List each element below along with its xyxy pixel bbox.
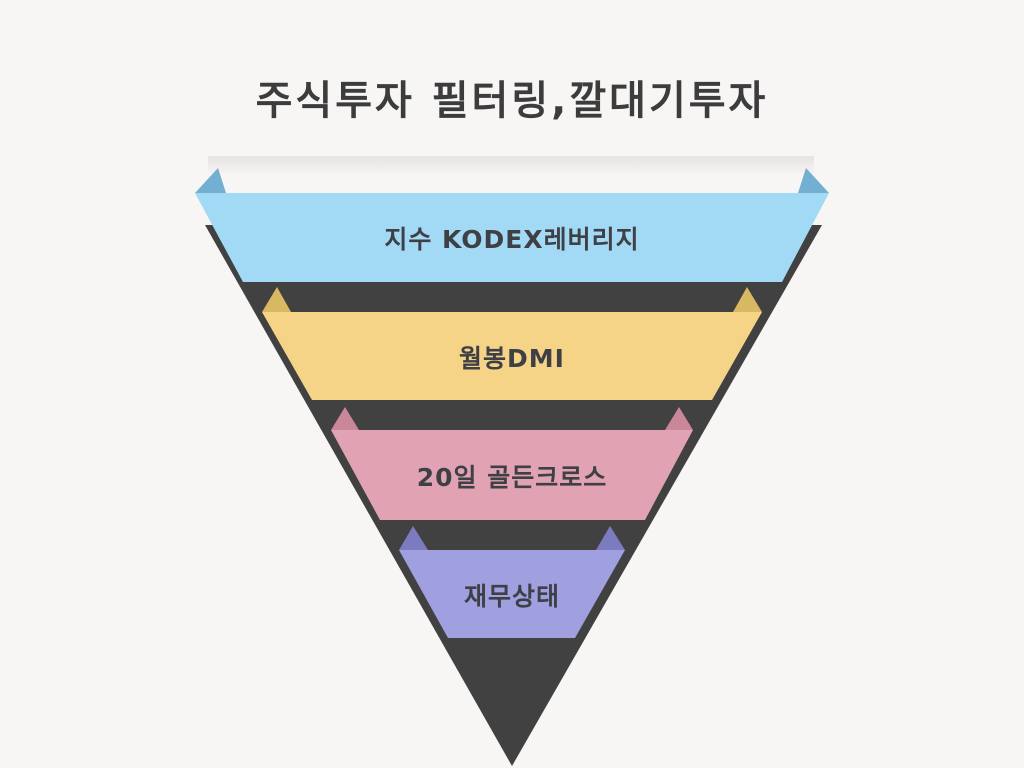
left-tab-icon [331, 407, 359, 430]
band-yellow [262, 312, 762, 400]
level-4-label: 재무상태 [463, 582, 560, 611]
funnel-level-3 [331, 407, 693, 520]
band-purple [399, 550, 625, 638]
left-tab-icon [399, 526, 428, 550]
level-2-label: 월봉DMI [459, 344, 565, 373]
right-tab-icon [596, 526, 625, 550]
band-pink [331, 430, 693, 520]
funnel-level-1 [195, 168, 829, 282]
right-tab-icon [665, 407, 693, 430]
funnel-level-4 [399, 526, 625, 638]
level-1-label: 지수 KODEX레버리지 [384, 225, 640, 254]
level-3-label: 20일 골든크로스 [416, 463, 608, 492]
left-tab-icon [195, 168, 226, 193]
right-tab-icon [733, 287, 762, 312]
funnel-level-2 [262, 287, 762, 400]
right-tab-icon [798, 168, 829, 193]
diagram-title: 주식투자 필터링,깔대기투자 [255, 78, 769, 124]
left-tab-icon [262, 287, 291, 312]
top-shadow [208, 156, 814, 176]
band-blue [195, 193, 829, 282]
